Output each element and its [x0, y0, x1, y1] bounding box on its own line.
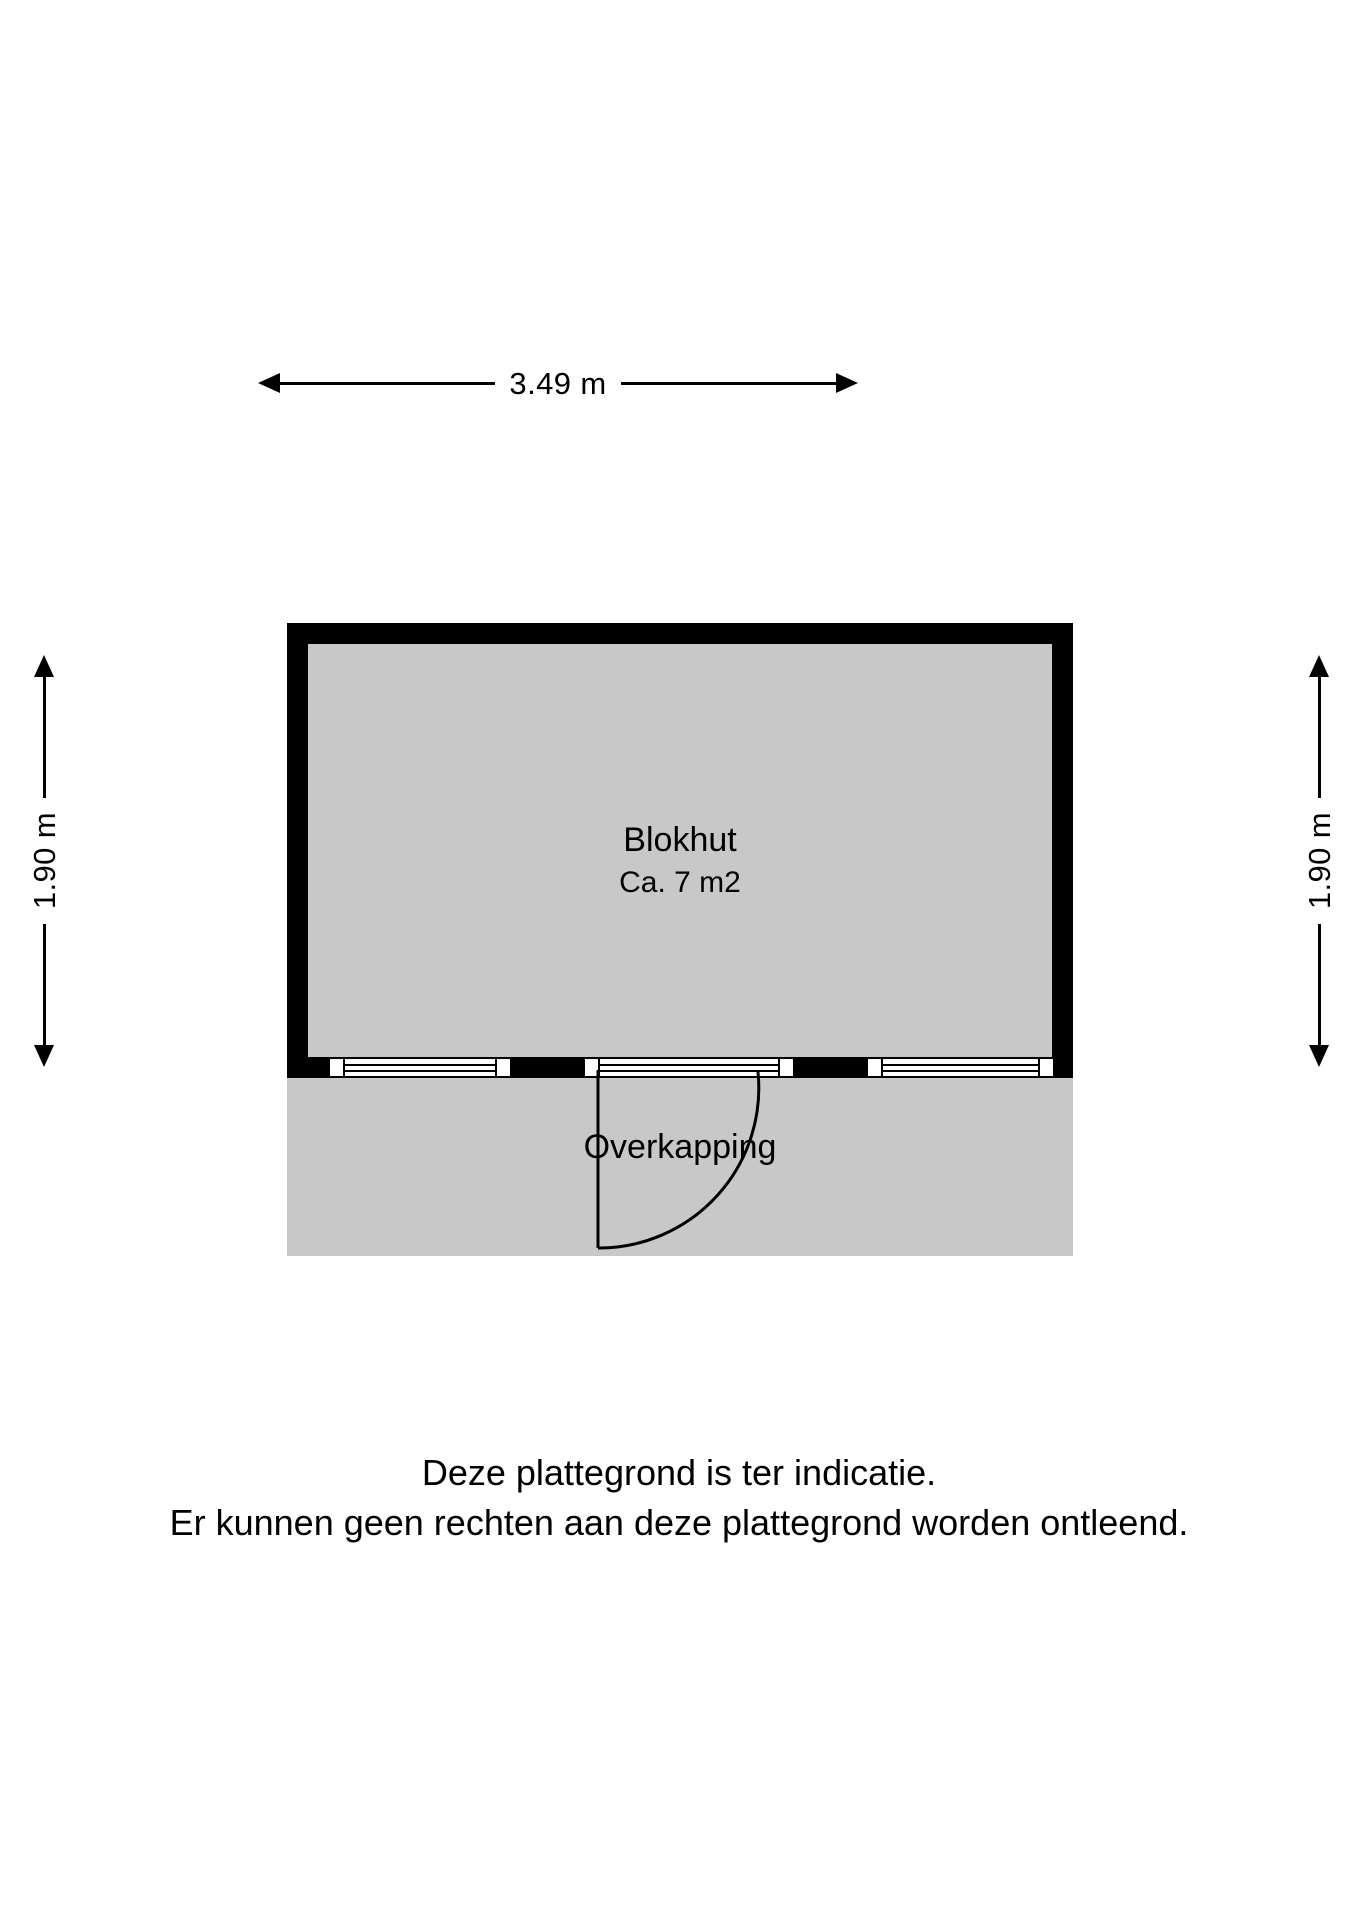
dimension-top-label: 3.49 m [509, 365, 607, 401]
door-glazing [600, 1059, 778, 1076]
room-label-hut: Blokhut Ca. 7 m2 [428, 818, 932, 902]
arrow-left-icon [258, 373, 280, 393]
door-jamb-right [778, 1059, 793, 1076]
window-jamb-left [868, 1059, 883, 1076]
door-arc-path [597, 1071, 761, 1250]
window-right [868, 1057, 1053, 1078]
dimension-right-depth: 1.90 m [1301, 655, 1337, 1068]
disclaimer-line-1: Deze plattegrond is ter indicatie. [421, 1452, 937, 1493]
door-jamb-left [585, 1059, 600, 1076]
arrow-down-icon [34, 1045, 54, 1068]
window-left [330, 1057, 510, 1078]
room-area-hut: Ca. 7 m2 [619, 865, 741, 899]
dimension-top-width: 3.49 m [258, 365, 859, 401]
disclaimer-block: Deze plattegrond is ter indicatie. Er ku… [0, 1448, 1358, 1547]
window-glazing [345, 1059, 495, 1076]
dimension-line-segment-bottom [1317, 923, 1321, 1046]
dimension-line-segment-top [42, 677, 46, 799]
window-jamb-right [495, 1059, 510, 1076]
window-jamb-left [330, 1059, 345, 1076]
door-center [585, 1057, 793, 1078]
hut-floor [308, 644, 1052, 1057]
dimension-line-segment-bottom [42, 923, 46, 1046]
wall-pier-right [793, 1057, 868, 1078]
dimension-left-depth: 1.90 m [26, 655, 62, 1068]
dimension-line-segment-top [1317, 677, 1321, 799]
room-label-canopy: Overkapping [428, 1130, 932, 1164]
dimension-line-segment-right [620, 381, 837, 385]
disclaimer-line-2: Er kunnen geen rechten aan deze plattegr… [169, 1501, 1189, 1543]
wall-pier-left [510, 1057, 585, 1078]
window-jamb-right [1038, 1059, 1053, 1076]
dimension-right-label: 1.90 m [1301, 812, 1337, 910]
dimension-left-label: 1.90 m [26, 812, 62, 910]
arrow-right-icon [836, 373, 859, 393]
arrow-up-icon [1309, 655, 1329, 677]
dimension-line-segment-left [280, 381, 496, 385]
door-swing-arc [596, 1070, 761, 1250]
room-name-canopy: Overkapping [583, 1128, 777, 1166]
arrow-down-icon [1309, 1045, 1329, 1068]
window-glazing [883, 1059, 1038, 1076]
room-name-hut: Blokhut [623, 821, 737, 859]
arrow-up-icon [34, 655, 54, 677]
